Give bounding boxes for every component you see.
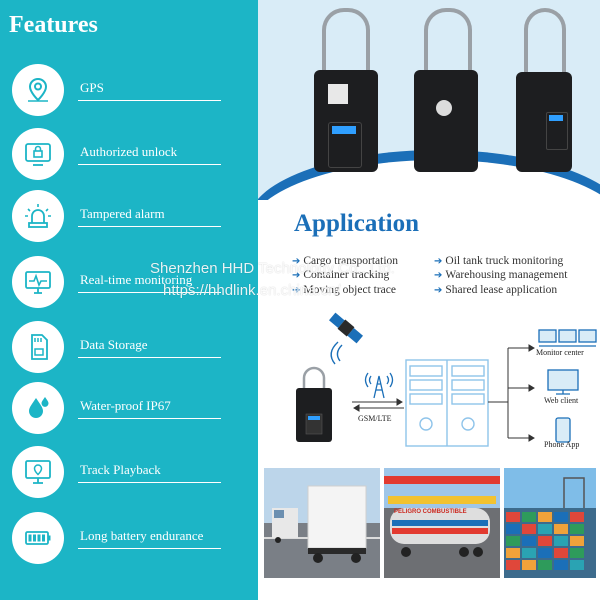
feature-label: GPS bbox=[80, 80, 104, 95]
lock-body bbox=[414, 70, 478, 172]
application-item: ➔Oil tank truck monitoring bbox=[434, 255, 564, 267]
truck-photo bbox=[264, 468, 380, 578]
phone-icon bbox=[555, 417, 571, 443]
feature-label: Water-proof IP67 bbox=[80, 398, 171, 413]
feature-label: Tampered alarm bbox=[80, 206, 165, 221]
feature-divider bbox=[78, 164, 221, 165]
arrow-icon: ➔ bbox=[434, 285, 443, 296]
feature-label: Real-time monitoring bbox=[80, 272, 193, 287]
signal-waves-icon bbox=[330, 341, 343, 365]
feature-label: Long battery endurance bbox=[80, 528, 204, 543]
tanker-photo: PELIGRO COMBUSTIBLE bbox=[384, 468, 500, 578]
arrow-icon: ➔ bbox=[292, 285, 301, 296]
features-panel: Features GPS Authorized unlock Tampered … bbox=[0, 0, 258, 600]
keypad-icon bbox=[328, 122, 362, 168]
feature-divider bbox=[78, 482, 221, 483]
containers-photo bbox=[504, 468, 596, 578]
keypad-icon bbox=[546, 112, 568, 150]
application-item: ➔Moving object trace bbox=[292, 284, 396, 296]
qr-code-icon bbox=[328, 84, 348, 104]
feature-divider bbox=[78, 548, 221, 549]
tanker-sign-text: PELIGRO COMBUSTIBLE bbox=[394, 509, 467, 515]
system-diagram bbox=[296, 312, 597, 447]
application-item: ➔Warehousing management bbox=[434, 269, 568, 281]
feature-long-battery: Long battery endurance bbox=[0, 508, 258, 568]
feature-divider bbox=[78, 100, 221, 101]
sd-card-icon bbox=[12, 321, 64, 373]
monitor-pulse-icon bbox=[12, 256, 64, 308]
feature-water-proof: Water-proof IP67 bbox=[0, 378, 258, 438]
feature-label: Track Playback bbox=[80, 462, 161, 477]
alarm-light-icon bbox=[12, 190, 64, 242]
feature-real-time-monitoring: Real-time monitoring bbox=[0, 252, 258, 312]
arrow-icon: ➔ bbox=[434, 270, 443, 281]
lock-back-image bbox=[410, 8, 480, 172]
cell-tower-icon bbox=[364, 372, 394, 399]
feature-authorized-unlock: Authorized unlock bbox=[0, 124, 258, 184]
lock-button-icon bbox=[436, 100, 452, 116]
features-title: Features bbox=[9, 12, 98, 38]
water-drops-icon bbox=[12, 382, 64, 434]
small-lock-image bbox=[296, 366, 332, 442]
application-title: Application bbox=[294, 210, 420, 237]
lock-front-image bbox=[312, 8, 382, 172]
server-rack-icon bbox=[405, 359, 489, 447]
feature-track-playback: Track Playback bbox=[0, 442, 258, 502]
feature-label: Authorized unlock bbox=[80, 144, 178, 159]
application-panel: Application ➔Cargo transportation ➔Conta… bbox=[258, 0, 600, 600]
arrow-icon: ➔ bbox=[292, 270, 301, 281]
monitor-center-icon bbox=[538, 329, 597, 347]
arrow-icon: ➔ bbox=[292, 256, 301, 267]
lock-shackle bbox=[524, 8, 566, 84]
location-pin-icon bbox=[12, 64, 64, 116]
feature-divider bbox=[78, 226, 221, 227]
feature-label: Data Storage bbox=[80, 337, 148, 352]
application-item: ➔Shared lease application bbox=[434, 284, 558, 296]
gsm-arrow-icon bbox=[352, 398, 404, 412]
feature-data-storage: Data Storage bbox=[0, 317, 258, 377]
feature-divider bbox=[78, 357, 221, 358]
battery-icon bbox=[12, 512, 64, 564]
lock-body bbox=[314, 70, 378, 172]
satellite-icon bbox=[328, 312, 364, 344]
feature-gps: GPS bbox=[0, 60, 258, 120]
web-client-label: Web client bbox=[544, 396, 579, 405]
monitor-center-label: Monitor center bbox=[536, 348, 584, 357]
lock-body bbox=[516, 72, 572, 172]
feature-divider bbox=[78, 418, 221, 419]
application-item: ➔Cargo transportation bbox=[292, 255, 399, 267]
lock-shackle bbox=[322, 8, 370, 82]
connector-lines bbox=[488, 344, 535, 442]
network-label: GSM/LTE bbox=[358, 414, 392, 423]
arrow-icon: ➔ bbox=[434, 256, 443, 267]
application-item: ➔Container tracking bbox=[292, 269, 390, 281]
feature-divider bbox=[78, 292, 221, 293]
padlock-screen-icon bbox=[12, 128, 64, 180]
screen-location-icon bbox=[12, 446, 64, 498]
feature-tampered-alarm: Tampered alarm bbox=[0, 186, 258, 246]
web-client-icon bbox=[547, 369, 579, 395]
lock-side-image bbox=[510, 8, 576, 172]
phone-app-label: Phone App bbox=[544, 440, 580, 449]
lock-shackle bbox=[424, 8, 472, 82]
